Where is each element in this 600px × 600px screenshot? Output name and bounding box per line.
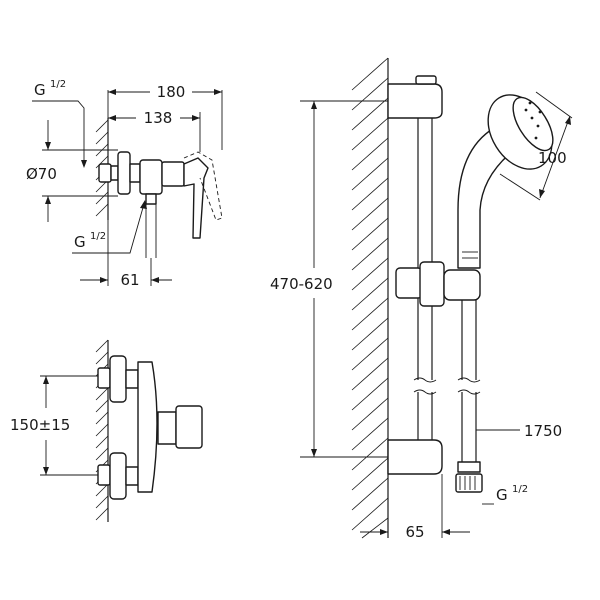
rail-wall-hatching bbox=[351, 57, 389, 539]
rail-slider-button bbox=[395, 267, 423, 299]
thread-label-top-left: G 1/2 bbox=[32, 79, 87, 168]
rail-upper-bracket bbox=[387, 83, 443, 119]
thread-top-left-base: G bbox=[34, 81, 46, 99]
rail-break-top bbox=[413, 377, 437, 383]
shower-rail-view bbox=[351, 57, 554, 539]
hose-ferrule bbox=[457, 461, 481, 473]
dimension-150-label: 150±15 bbox=[10, 416, 70, 434]
front-valve-neck bbox=[157, 411, 177, 445]
dimension-470-620-label: 470-620 bbox=[270, 275, 333, 293]
front-upper-nut bbox=[97, 367, 111, 389]
valve-inlet-nut bbox=[98, 163, 112, 183]
valve-handle bbox=[183, 157, 209, 239]
thread-hose-base: G bbox=[496, 486, 508, 504]
dimension-138-label: 138 bbox=[144, 109, 173, 127]
thread-label-valve-outlet: G 1/2 bbox=[72, 200, 147, 254]
front-lower-nipple bbox=[125, 466, 139, 486]
hose-connector-knurl bbox=[459, 476, 476, 490]
thread-top-left-fraction: 1/2 bbox=[50, 79, 66, 90]
thread-hose-fraction: 1/2 bbox=[512, 484, 528, 495]
dimension-diameter-70-label: Ø70 bbox=[26, 165, 57, 183]
dimension-61-label: 61 bbox=[120, 271, 139, 289]
rail-upper-cap bbox=[415, 75, 437, 85]
dimension-100-label: 100 bbox=[538, 149, 567, 167]
front-lower-nut bbox=[97, 464, 111, 486]
dimension-1750: 1750 bbox=[476, 422, 562, 440]
valve-side-view bbox=[95, 118, 223, 258]
front-wall-hatching bbox=[95, 339, 109, 521]
dimension-100: 100 bbox=[499, 91, 573, 201]
handshower-nozzles bbox=[524, 101, 542, 140]
front-upper-rosette bbox=[109, 355, 127, 403]
valve-body bbox=[139, 159, 163, 195]
dimension-138: 138 bbox=[108, 109, 201, 152]
rail-break-bottom bbox=[413, 389, 437, 395]
dimension-61: 61 bbox=[80, 220, 172, 289]
valve-inlet-pipe bbox=[110, 165, 119, 181]
hose-break-bottom bbox=[457, 389, 481, 395]
dimension-150: 150±15 bbox=[10, 375, 98, 476]
dimension-65-label: 65 bbox=[405, 523, 424, 541]
handshower-face bbox=[512, 96, 554, 152]
thread-valve-outlet-fraction: 1/2 bbox=[90, 231, 106, 242]
valve-outlet-thread bbox=[145, 193, 157, 205]
dimension-470-620: 470-620 bbox=[270, 100, 388, 458]
dimension-180-label: 180 bbox=[157, 83, 186, 101]
hose-connector-nut bbox=[455, 473, 483, 493]
dimension-1750-label: 1750 bbox=[524, 422, 562, 440]
hose-break-top bbox=[457, 377, 481, 383]
valve-nipple bbox=[129, 163, 141, 183]
dimension-180: 180 bbox=[107, 83, 223, 150]
front-valve-body bbox=[137, 361, 158, 493]
valve-rosette bbox=[117, 151, 131, 195]
front-lower-rosette bbox=[109, 452, 127, 500]
dimension-diameter-70: Ø70 bbox=[26, 120, 118, 222]
front-upper-nipple bbox=[125, 369, 139, 389]
thread-valve-outlet-base: G bbox=[74, 233, 86, 251]
rail-lower-bracket bbox=[387, 439, 443, 475]
rail-slider-body bbox=[419, 261, 445, 307]
valve-cartridge bbox=[161, 161, 185, 187]
valve-front-view bbox=[95, 339, 203, 522]
thread-label-hose: G 1/2 bbox=[482, 484, 528, 505]
rail-slider-holder bbox=[443, 269, 481, 301]
front-valve-knob bbox=[175, 405, 203, 449]
dimension-65: 65 bbox=[360, 474, 470, 541]
